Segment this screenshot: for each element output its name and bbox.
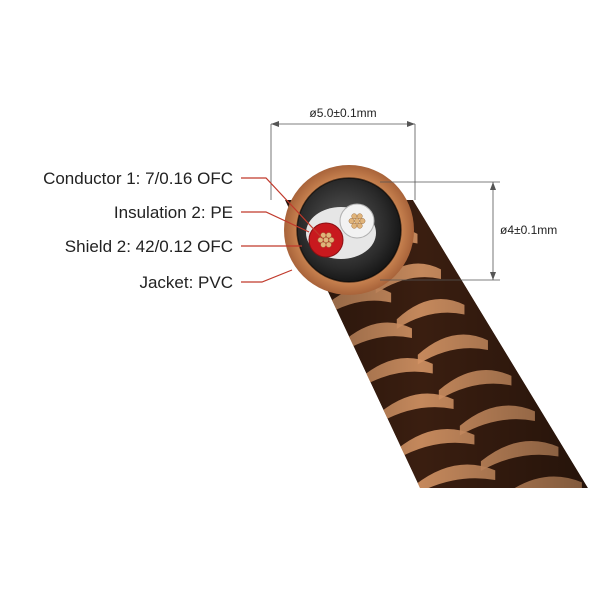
conductor-strand [351,222,358,229]
conductor-leader-line [241,177,323,239]
conductor-strand [356,213,363,220]
conductor-strands [317,213,366,248]
outer-diameter-dimension: ø5.0±0.1mm [270,106,416,200]
conductor-label: Conductor 1: 7/0.16 OFC [43,169,233,188]
conductor-strand [356,222,363,229]
conductor-strand [323,237,329,243]
conductor-strand [325,241,332,248]
inner-diameter-label: ø4±0.1mm [500,223,557,237]
insulation-leader-line [241,211,310,233]
conductor-strand [359,218,366,224]
conductor-strand [351,213,358,220]
cross-section [284,165,414,295]
jacket-leader-line [241,269,293,283]
conductor-strand [325,232,332,239]
conductor-strand [320,241,327,248]
jacket-label: Jacket: PVC [139,273,233,292]
inner-diameter-dimension: ø4±0.1mm [380,181,557,281]
conductor-strand [328,237,335,243]
outer-diameter-label: ø5.0±0.1mm [309,106,376,120]
conductor-strand [320,232,327,239]
insulation-label: Insulation 2: PE [114,203,233,222]
conductor-strand [317,237,324,243]
shield-label: Shield 2: 42/0.12 OFC [65,237,233,256]
leader-lines [241,177,323,283]
conductor-strand [348,218,355,224]
conductor-strand [354,218,360,224]
